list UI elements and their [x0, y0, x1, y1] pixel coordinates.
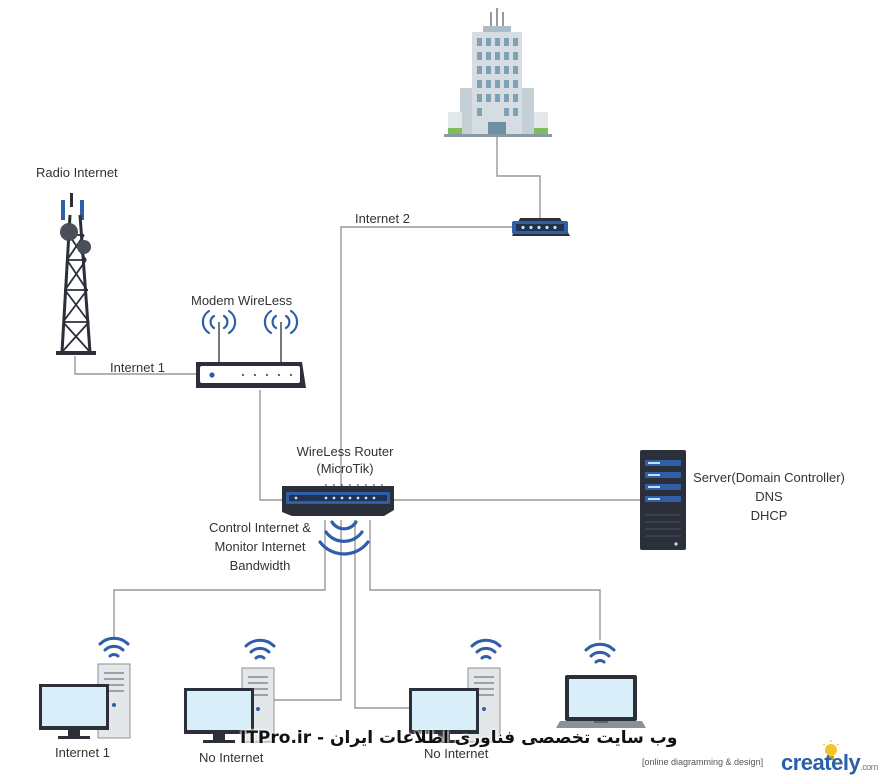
wifi-icon [98, 636, 130, 658]
router-label-line2: (MicroTik) [316, 461, 374, 476]
modem-icon [196, 309, 306, 388]
link-modem-router [259, 390, 282, 501]
desktop-pc-icon [409, 638, 502, 743]
modem-wireless-label: Modem WireLess [191, 293, 293, 308]
creately-brand-name: creately [781, 750, 861, 775]
link-router-pc2 [265, 520, 342, 701]
radio-tower-icon [56, 193, 96, 355]
creately-brand[interactable]: creately.com [781, 750, 878, 776]
wifi-icon [470, 638, 502, 660]
control-internet-label: Control Internet & Monitor Internet Band… [209, 518, 311, 575]
radio-internet-label: Radio Internet [36, 165, 118, 180]
creately-brand-suffix: .com [860, 762, 878, 772]
link-router-pc3 [354, 520, 477, 709]
control-label-line3: Bandwidth [229, 558, 291, 573]
link-router-pc1 [113, 520, 326, 640]
pc1-label: Internet 1 [55, 745, 110, 760]
wifi-icon [584, 642, 616, 664]
link-switch-router [340, 226, 512, 488]
connection-lines [74, 136, 642, 709]
server-label-line1: Server(Domain Controller) [693, 470, 845, 485]
switch-icon [512, 218, 570, 236]
router-label: WireLess Router (MicroTik) [297, 443, 394, 477]
router-label-line1: WireLess Router [296, 444, 394, 459]
pc2-label: No Internet [199, 750, 264, 765]
desktop-pc-icon [184, 638, 276, 743]
internet-1-link-label: Internet 1 [110, 360, 165, 375]
server-icon [640, 450, 686, 550]
desktop-pc-icon [39, 636, 131, 739]
laptop-icon [556, 642, 646, 728]
building-icon [444, 8, 552, 137]
link-building-switch [496, 136, 541, 220]
pc3-label: No Internet [424, 746, 489, 761]
control-label-line1: Control Internet & [209, 520, 311, 535]
creately-credit[interactable]: [online diagramming & design] [642, 757, 764, 767]
server-label-line2: DNS [755, 489, 783, 504]
link-tower-modem [74, 356, 196, 375]
creately-logo-icon [822, 740, 840, 760]
link-router-laptop [369, 520, 601, 640]
itpro-watermark: ITPro.ir - وب سایت تخصصی فناوری اطلاعات … [240, 728, 678, 748]
wifi-icon [244, 638, 276, 660]
router-icon [282, 484, 394, 556]
internet-2-label: Internet 2 [355, 211, 410, 226]
server-label: Server(Domain Controller) DNS DHCP [693, 468, 845, 525]
control-label-line2: Monitor Internet [214, 539, 306, 554]
server-label-line3: DHCP [750, 508, 788, 523]
